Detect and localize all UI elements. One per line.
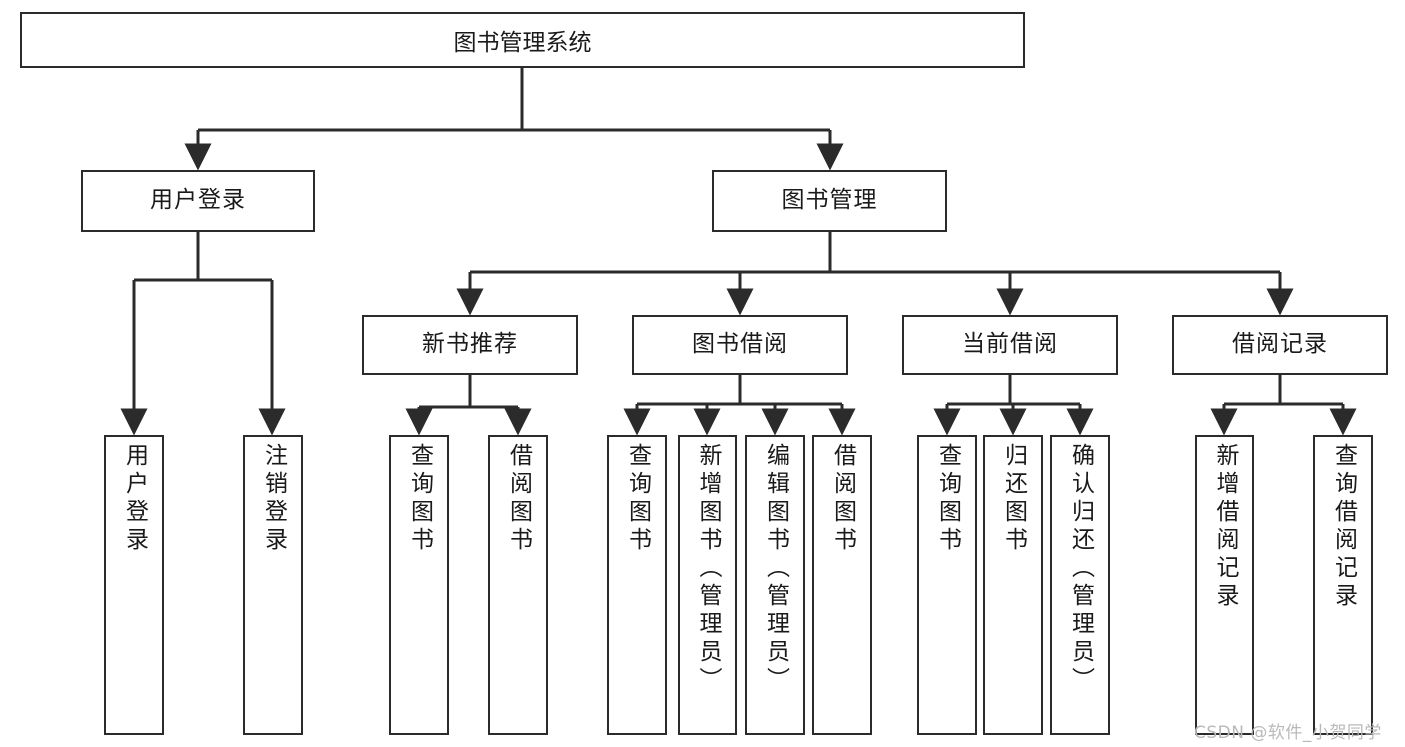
node-leaf-user-logout-label: 注销登录 (260, 443, 287, 555)
node-leaf-edit-book-label: 编辑图书（管理员） (762, 443, 789, 695)
node-leaf-edit-book[interactable]: 编辑图书（管理员） (745, 435, 805, 735)
node-leaf-query-record-label: 查询借阅记录 (1330, 443, 1357, 611)
node-leaf-borrow-book-1[interactable]: 借阅图书 (488, 435, 548, 735)
node-leaf-add-record-label: 新增借阅记录 (1212, 443, 1238, 611)
node-root[interactable]: 图书管理系统 (20, 12, 1025, 68)
node-user-login[interactable]: 用户登录 (81, 170, 315, 232)
node-leaf-borrow-book-1-label: 借阅图书 (505, 443, 532, 555)
node-book-manage[interactable]: 图书管理 (712, 170, 947, 232)
node-book-borrow[interactable]: 图书借阅 (632, 315, 848, 375)
node-book-manage-label: 图书管理 (781, 187, 878, 214)
node-leaf-query-book-3[interactable]: 查询图书 (917, 435, 977, 735)
node-borrow-record-label: 借阅记录 (1232, 331, 1328, 358)
node-current-borrow[interactable]: 当前借阅 (902, 315, 1118, 375)
node-leaf-query-book-2-label: 查询图书 (624, 443, 651, 555)
node-leaf-user-login-label: 用户登录 (121, 443, 148, 555)
node-new-book-recommend[interactable]: 新书推荐 (362, 315, 578, 375)
node-leaf-return-book[interactable]: 归还图书 (983, 435, 1043, 735)
node-leaf-user-logout[interactable]: 注销登录 (243, 435, 303, 735)
node-leaf-confirm-return-label: 确认归还（管理员） (1067, 443, 1094, 695)
node-borrow-record[interactable]: 借阅记录 (1172, 315, 1388, 375)
node-leaf-borrow-book-2[interactable]: 借阅图书 (812, 435, 872, 735)
node-leaf-query-book-2[interactable]: 查询图书 (607, 435, 667, 735)
node-leaf-add-book-label: 新增图书（管理员） (695, 443, 721, 695)
node-leaf-query-book-1-label: 查询图书 (406, 443, 433, 555)
node-book-borrow-label: 图书借阅 (692, 331, 788, 358)
node-leaf-add-book[interactable]: 新增图书（管理员） (678, 435, 737, 735)
node-leaf-query-book-1[interactable]: 查询图书 (389, 435, 449, 735)
node-root-label: 图书管理系统 (453, 30, 592, 56)
node-leaf-confirm-return[interactable]: 确认归还（管理员） (1050, 435, 1110, 735)
node-leaf-query-record[interactable]: 查询借阅记录 (1313, 435, 1373, 735)
node-new-book-recommend-label: 新书推荐 (422, 331, 518, 358)
node-current-borrow-label: 当前借阅 (962, 331, 1058, 358)
node-leaf-add-record[interactable]: 新增借阅记录 (1195, 435, 1254, 735)
node-leaf-user-login[interactable]: 用户登录 (104, 435, 164, 735)
node-leaf-query-book-3-label: 查询图书 (934, 443, 961, 555)
node-leaf-borrow-book-2-label: 借阅图书 (829, 443, 856, 555)
node-user-login-label: 用户登录 (150, 187, 246, 214)
node-leaf-return-book-label: 归还图书 (1000, 443, 1027, 555)
